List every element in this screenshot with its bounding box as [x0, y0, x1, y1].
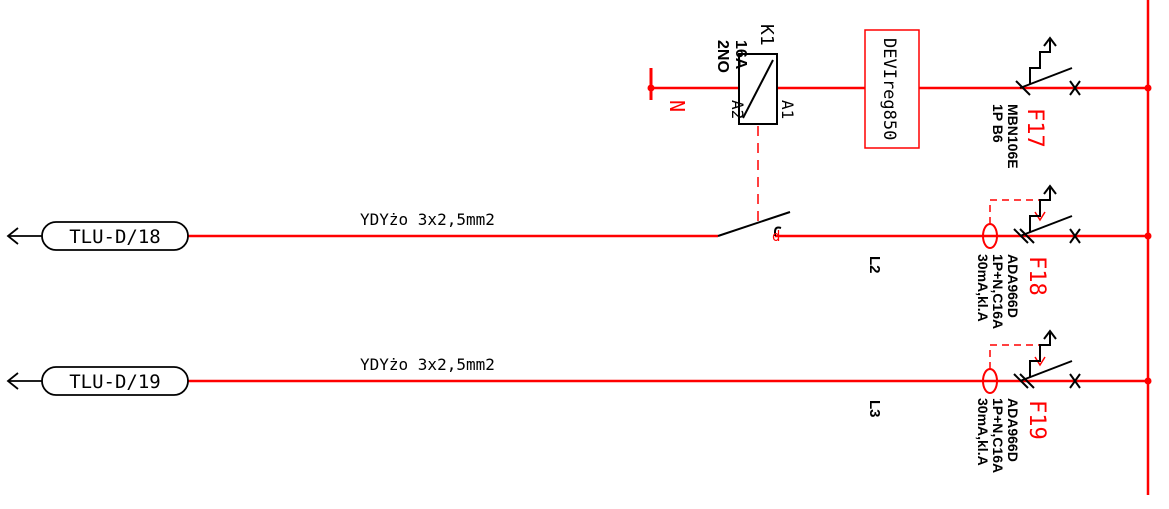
thermostat-label: DEVIreg850	[879, 38, 899, 140]
contactor-contact	[717, 211, 791, 237]
junction-dot	[1144, 232, 1152, 240]
cable-label-2: YDYżo 3x2,5mm2	[360, 355, 495, 374]
thermostat-box	[864, 29, 920, 149]
breaker-f17-ref: F17	[1022, 108, 1047, 148]
output-terminal-2	[6, 366, 189, 396]
breaker-f17-model: MBN106E	[1005, 104, 1021, 169]
breaker-f19-ref: F19	[1024, 400, 1049, 440]
coil-diagonal	[742, 59, 774, 119]
breaker-f17	[1015, 36, 1081, 96]
breaker-f18-rcd: 30mA,kl.A	[975, 254, 991, 322]
rcd-f18	[982, 184, 1081, 249]
breaker-f18-spec: 1P+N,C16A	[990, 254, 1006, 329]
coil-terminal-a2: A2	[728, 100, 747, 119]
output-tag-1: TLU-D/18	[69, 226, 161, 248]
cable-label-1: YDYżo 3x2,5mm2	[360, 210, 495, 229]
breaker-f18-model: ADA966D	[1005, 254, 1021, 318]
coil-terminal-a1: A1	[778, 100, 797, 119]
breaker-f19-model: ADA966D	[1005, 398, 1021, 462]
junction-dot	[1144, 84, 1152, 92]
breaker-f17-spec: 1P B6	[990, 104, 1006, 143]
breaker-f19-spec: 1P+N,C16A	[990, 398, 1006, 473]
phase-label-2: L3	[866, 400, 883, 418]
breaker-f18-ref: F18	[1024, 256, 1049, 296]
output-terminal-1	[6, 221, 189, 251]
junction-dot	[647, 84, 655, 92]
rcd-f19	[982, 329, 1081, 394]
phase-label-1: L2	[866, 256, 883, 274]
output-tag-2: TLU-D/19	[69, 371, 161, 393]
breaker-f19-rcd: 30mA,kl.A	[975, 398, 991, 466]
contactor-ref: K1	[756, 24, 777, 46]
contactor-contacts: 2NO	[714, 40, 731, 73]
contactor-rating: 16A	[732, 40, 749, 70]
junction-dot	[1144, 377, 1152, 385]
neutral-label: N	[665, 100, 689, 112]
contact-mark: d	[772, 229, 780, 245]
